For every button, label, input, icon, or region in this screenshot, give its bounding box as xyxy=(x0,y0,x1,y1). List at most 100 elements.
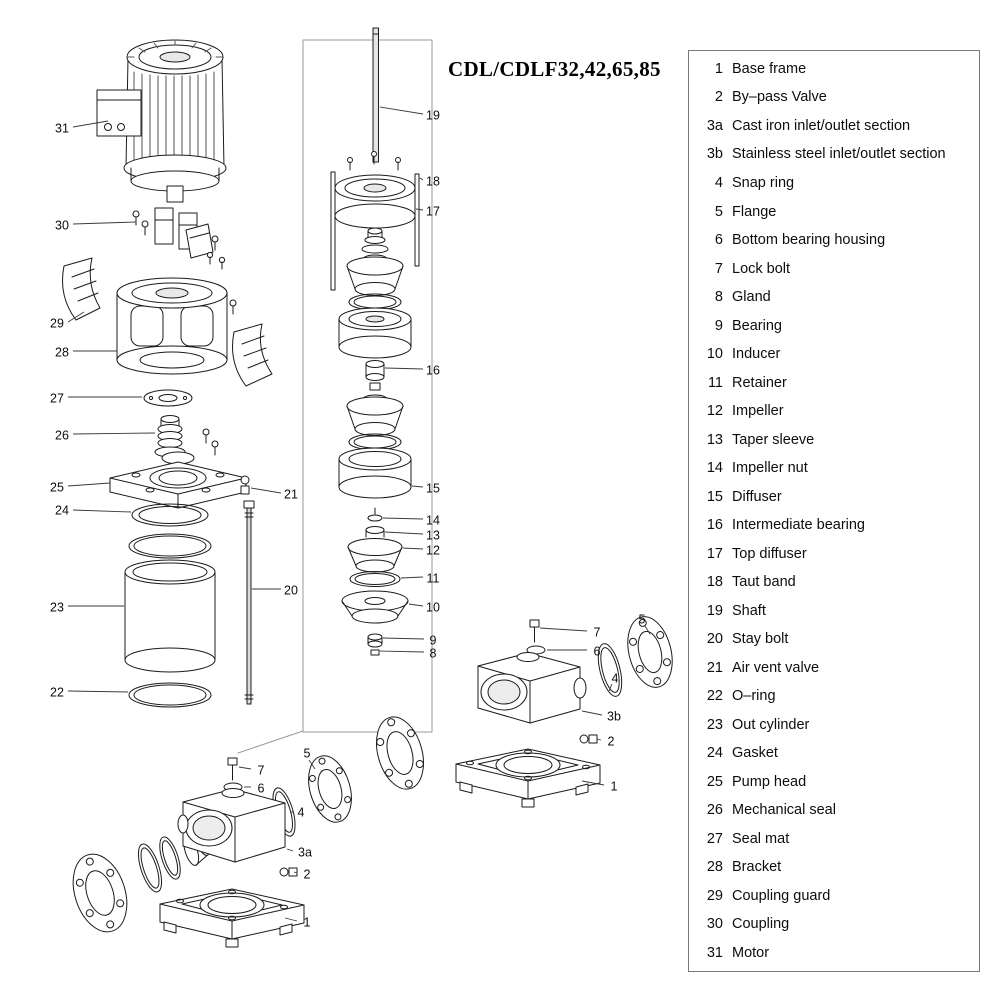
cast-iron-section-drawing xyxy=(72,716,424,948)
callout-leader-line xyxy=(644,625,651,635)
diagram-title: CDL/CDLF32,42,65,85 xyxy=(448,57,661,81)
flange-a-drawing xyxy=(308,755,352,823)
parts-list-row: 3b Stainless steel inlet/outlet section xyxy=(695,141,975,168)
callout-leader-line xyxy=(419,177,424,181)
stay-bolt-drawing xyxy=(243,500,255,705)
callout-label: 29 xyxy=(50,317,64,331)
impeller-drawing xyxy=(347,538,403,573)
part-number: 21 xyxy=(706,659,723,676)
callout-label: 5 xyxy=(304,747,311,761)
parts-list-row: 30 Coupling xyxy=(695,911,975,938)
part-name: Mechanical seal xyxy=(732,802,836,819)
callout-leader-line xyxy=(382,637,425,640)
part-number: 6 xyxy=(714,232,723,249)
part-number: 8 xyxy=(714,289,723,306)
callout-label: 11 xyxy=(427,572,440,586)
part-name: Flange xyxy=(732,203,777,220)
part-name: Taut band xyxy=(732,574,796,591)
part-number: 16 xyxy=(706,517,723,534)
part-number: 29 xyxy=(706,887,723,904)
part-name: Cast iron inlet/outlet section xyxy=(732,117,911,134)
stack-small-parts-drawing xyxy=(361,227,389,254)
o-ring-upper-drawing xyxy=(128,533,212,559)
part-number: 28 xyxy=(706,859,723,876)
callout-label: 7 xyxy=(258,764,265,778)
part-name: Snap ring xyxy=(732,174,795,191)
parts-list-row: 15 Diffuser xyxy=(695,483,975,510)
gasket-drawing xyxy=(131,503,209,527)
part-name: Base frame xyxy=(732,60,807,77)
callout-leader-line xyxy=(402,547,424,550)
callout-leader-line xyxy=(284,917,298,922)
parts-list-row: 23 Out cylinder xyxy=(695,711,975,738)
callout-leader-line xyxy=(379,106,424,115)
part-name: Air vent valve xyxy=(732,659,820,676)
part-name: By–pass Valve xyxy=(732,89,827,106)
top-diffuser-drawing xyxy=(334,174,416,229)
part-number: 2 xyxy=(714,89,723,106)
parts-list-row: 9 Bearing xyxy=(695,312,975,339)
parts-list-row: 20 Stay bolt xyxy=(695,626,975,653)
stainless-section-drawing xyxy=(455,616,673,808)
callout-leader-line xyxy=(72,120,109,128)
part-number: 5 xyxy=(714,203,723,220)
part-number: 12 xyxy=(706,403,723,420)
pump-head-drawing xyxy=(109,451,250,509)
callout-leader-line xyxy=(67,690,129,693)
callout-label: 14 xyxy=(426,514,440,528)
callout-leader-line xyxy=(581,710,603,716)
callout-leader-line xyxy=(596,738,602,741)
callouts-layer: 3130292827262524232219181716151413121110… xyxy=(50,106,651,930)
parts-list: 1 Base frame 2 By–pass Valve 3a Cast iro… xyxy=(689,51,979,971)
callout-label: 16 xyxy=(426,364,440,378)
part-number: 9 xyxy=(714,317,723,334)
impeller-nut-drawing xyxy=(367,507,383,522)
part-number: 31 xyxy=(706,944,723,961)
callout-label: 18 xyxy=(426,175,440,189)
part-name: O–ring xyxy=(732,688,776,705)
callout-label: 8 xyxy=(430,647,437,661)
parts-list-row: 22 O–ring xyxy=(695,683,975,710)
callout-leader-line xyxy=(384,531,424,535)
diffuser-drawing xyxy=(338,447,412,499)
parts-list-row: 24 Gasket xyxy=(695,740,975,767)
callout-leader-line xyxy=(539,627,588,632)
callout-leader-line xyxy=(408,603,424,607)
callout-label: 1 xyxy=(304,916,311,930)
parts-list-row: 27 Seal mat xyxy=(695,825,975,852)
part-name: Retainer xyxy=(732,374,787,391)
part-name: Taper sleeve xyxy=(732,431,815,448)
out-cylinder-drawing xyxy=(124,559,216,673)
motor-drawing xyxy=(96,39,227,203)
callout-leader-line xyxy=(67,311,85,323)
o-ring-lower-drawing xyxy=(128,682,212,708)
callout-leader-line xyxy=(581,780,605,786)
parts-list-row: 14 Impeller nut xyxy=(695,455,975,482)
part-name: Inducer xyxy=(732,346,781,363)
callout-label: 30 xyxy=(55,219,69,233)
parts-list-row: 11 Retainer xyxy=(695,369,975,396)
part-number: 20 xyxy=(706,631,723,648)
callout-leader-line xyxy=(238,766,252,770)
callout-leader-line xyxy=(286,848,294,852)
parts-list-row: 12 Impeller xyxy=(695,398,975,425)
part-name: Top diffuser xyxy=(732,545,807,562)
callout-leader-line xyxy=(384,367,424,370)
callout-label: 26 xyxy=(55,429,69,443)
callout-label: 20 xyxy=(284,584,298,598)
part-number: 27 xyxy=(706,830,723,847)
taper-sleeve-drawing xyxy=(365,526,385,538)
parts-list-row: 6 Bottom bearing housing xyxy=(695,226,975,253)
callout-label: 25 xyxy=(50,481,64,495)
part-name: Gasket xyxy=(732,745,778,762)
callout-label: 5 xyxy=(639,613,646,627)
bracket-drawing xyxy=(116,251,237,375)
callout-leader-line xyxy=(400,576,424,579)
part-name: Gland xyxy=(732,289,771,306)
callout-leader-line xyxy=(72,221,137,225)
callout-label: 28 xyxy=(55,346,69,360)
callout-label: 12 xyxy=(426,544,440,558)
callout-label: 1 xyxy=(611,780,618,794)
part-name: Bearing xyxy=(732,317,782,334)
